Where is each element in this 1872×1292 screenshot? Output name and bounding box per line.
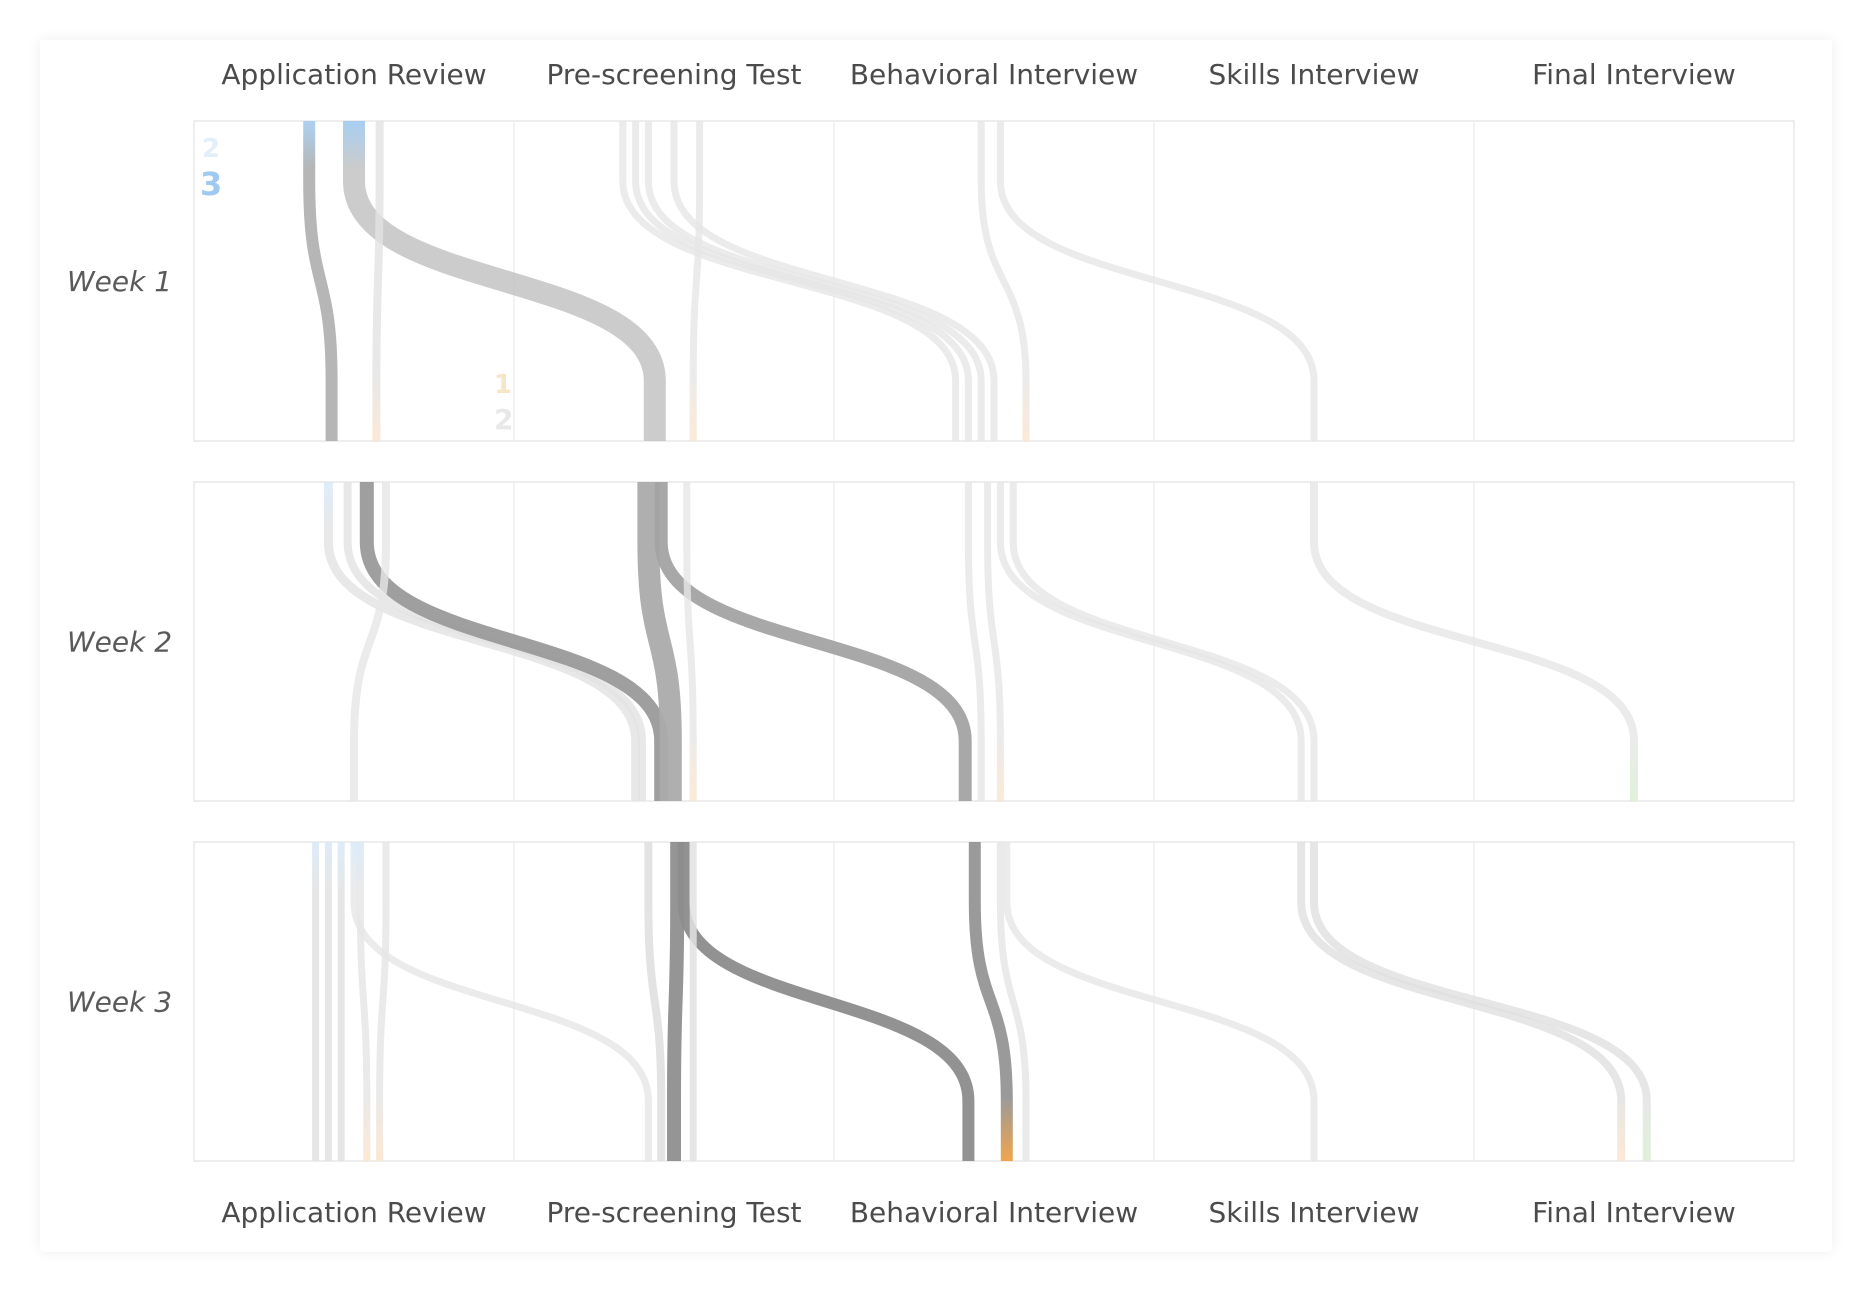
stage-header-bottom: Behavioral Interview xyxy=(850,1196,1138,1229)
candidate-flow xyxy=(644,121,985,441)
candidate-flow xyxy=(683,482,697,801)
count-label: 1 xyxy=(494,370,512,400)
candidate-flow xyxy=(984,482,1004,801)
stage-header-top: Final Interview xyxy=(1532,58,1736,91)
candidate-flow xyxy=(372,121,384,441)
candidate-flow xyxy=(654,482,972,801)
candidate-flow xyxy=(1009,482,1318,801)
candidate-flow xyxy=(996,121,1318,441)
week-label: Week 1 xyxy=(67,265,172,298)
candidate-flow xyxy=(1297,842,1626,1161)
candidate-flow xyxy=(303,121,338,441)
stage-header-top: Pre-screening Test xyxy=(546,58,801,91)
stage-header-top: Skills Interview xyxy=(1208,58,1419,91)
stage-header-top: Application Review xyxy=(221,58,486,91)
candidate-flow xyxy=(359,482,669,801)
candidate-flow xyxy=(964,482,985,801)
candidate-flow xyxy=(350,482,390,801)
candidate-flow xyxy=(1310,842,1651,1161)
stage-header-bottom: Final Interview xyxy=(1532,1196,1736,1229)
candidate-flow xyxy=(670,121,998,441)
candidate-flow xyxy=(667,842,685,1161)
candidate-flow xyxy=(689,121,704,441)
candidate-flow xyxy=(356,842,371,1161)
candidate-flow xyxy=(343,121,666,441)
candidate-flow xyxy=(996,482,1305,801)
week-label: Week 2 xyxy=(67,626,172,659)
candidate-flow xyxy=(1310,482,1638,801)
candidate-flow xyxy=(977,121,1030,441)
candidate-flow xyxy=(1003,842,1318,1161)
candidate-flow xyxy=(996,842,1030,1161)
candidate-flow xyxy=(376,842,390,1161)
stage-header-bottom: Application Review xyxy=(221,1196,486,1229)
stage-header-top: Behavioral Interview xyxy=(850,58,1138,91)
candidate-flow xyxy=(968,842,1013,1161)
stage-header-bottom: Skills Interview xyxy=(1208,1196,1419,1229)
candidate-flow xyxy=(644,842,666,1161)
count-label: 2 xyxy=(494,403,513,436)
count-label: 3 xyxy=(200,165,222,203)
count-label: 2 xyxy=(202,134,220,164)
candidate-flow xyxy=(637,482,682,801)
stage-header-bottom: Pre-screening Test xyxy=(546,1196,801,1229)
week-label: Week 3 xyxy=(67,986,172,1019)
